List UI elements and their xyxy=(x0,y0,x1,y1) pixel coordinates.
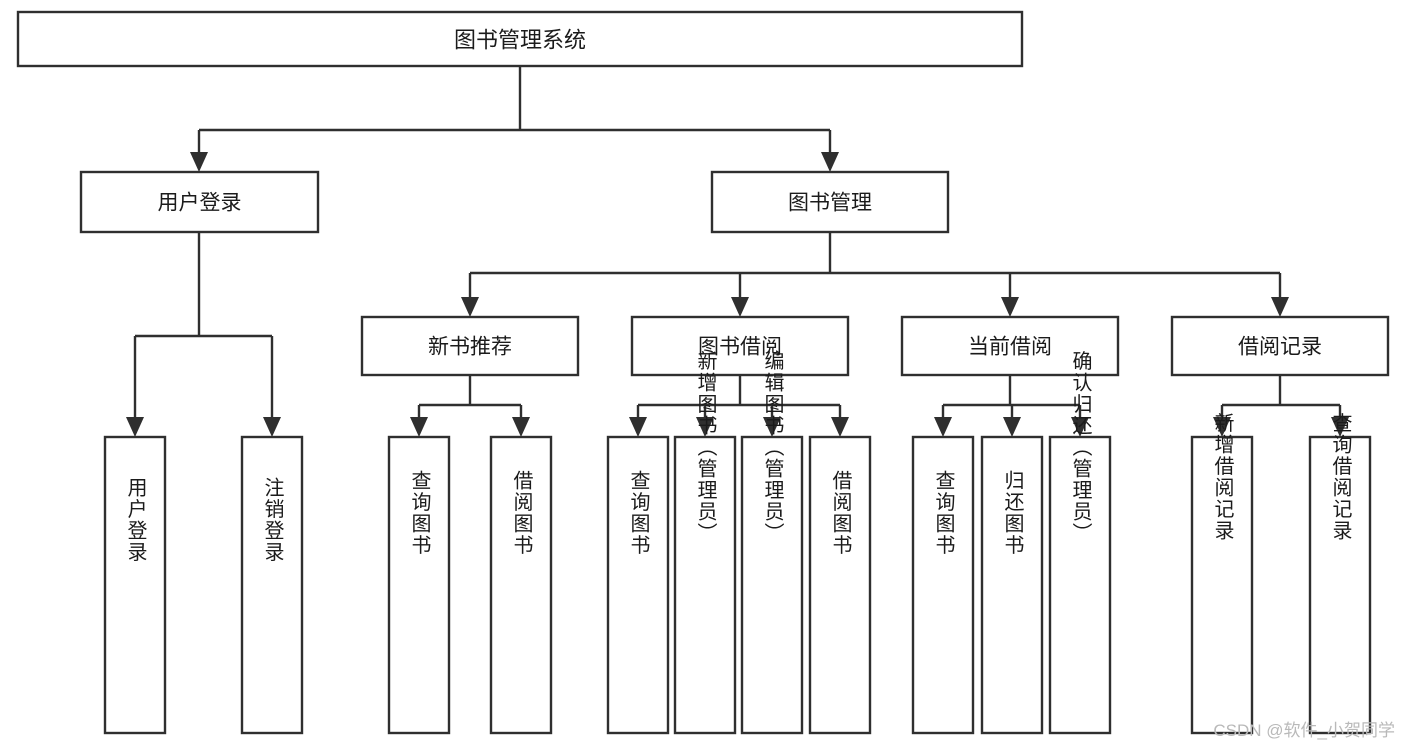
connector-group-new-book-recommend xyxy=(410,375,530,437)
node-leaf-logout-login[interactable]: 注销登录 xyxy=(240,435,304,735)
node-new-book-recommend-label: 新书推荐 xyxy=(428,336,512,359)
node-current-borrow-box[interactable] xyxy=(900,315,1120,377)
node-current-borrow[interactable]: 当前借阅 xyxy=(900,315,1120,377)
node-leaf-return-book-label: 归还图书 xyxy=(1001,470,1024,556)
node-leaf-borrow-book-1-label: 借阅图书 xyxy=(510,470,533,556)
node-leaf-borrow-book-1[interactable]: 借阅图书 xyxy=(489,435,553,735)
node-leaf-user-login[interactable]: 用户登录 xyxy=(103,435,167,735)
arrow-book-borrow-leaf-1-icon xyxy=(629,417,647,437)
node-book-manage[interactable]: 图书管理 xyxy=(710,170,950,234)
connector-group-root xyxy=(190,66,839,172)
node-leaf-query-book-2-label: 查询图书 xyxy=(627,470,650,556)
node-leaf-user-login-label: 用户登录 xyxy=(124,477,147,563)
node-borrow-record-label: 借阅记录 xyxy=(1238,336,1322,359)
node-root[interactable]: 图书管理系统 xyxy=(16,10,1024,68)
arrow-current-borrow-leaf-3-icon xyxy=(1071,417,1089,437)
node-leaf-add-book-box[interactable] xyxy=(673,435,737,735)
arrow-book-borrow-leaf-3-icon xyxy=(763,417,781,437)
node-user-login-box[interactable] xyxy=(79,170,320,234)
node-leaf-edit-book-box[interactable] xyxy=(740,435,804,735)
node-leaf-borrow-book-2[interactable]: 借阅图书 xyxy=(808,435,872,735)
node-leaf-add-book-label: 新增图书（管理员） xyxy=(694,350,717,544)
node-leaf-return-book-box[interactable] xyxy=(980,435,1044,735)
connector-group-book-manage xyxy=(461,232,1289,317)
connector-group-borrow-record xyxy=(1213,375,1349,437)
node-book-manage-label: 图书管理 xyxy=(788,192,872,215)
connector-group-current-borrow xyxy=(934,375,1089,437)
arrow-book-manage-to-book-borrow-icon xyxy=(731,297,749,317)
node-leaf-borrow-book-2-label: 借阅图书 xyxy=(829,470,852,556)
node-leaf-confirm-return-box[interactable] xyxy=(1048,435,1112,735)
node-borrow-record[interactable]: 借阅记录 xyxy=(1170,315,1390,377)
arrow-book-manage-to-borrow-record-icon xyxy=(1271,297,1289,317)
node-leaf-query-book-3-label: 查询图书 xyxy=(932,470,955,556)
node-leaf-user-login-box[interactable] xyxy=(103,435,167,735)
node-leaf-query-book-2[interactable]: 查询图书 xyxy=(606,435,670,735)
node-current-borrow-label: 当前借阅 xyxy=(968,336,1052,359)
node-leaf-query-record[interactable]: 查询借阅记录 xyxy=(1308,412,1372,735)
node-book-manage-box[interactable] xyxy=(710,170,950,234)
arrow-new-book-leaf-1-icon xyxy=(410,417,428,437)
arrow-root-to-user-login-icon xyxy=(190,152,208,172)
node-new-book-recommend-box[interactable] xyxy=(360,315,580,377)
node-new-book-recommend[interactable]: 新书推荐 xyxy=(360,315,580,377)
node-leaf-query-book-1-label: 查询图书 xyxy=(408,470,431,556)
node-leaf-query-book-2-box[interactable] xyxy=(606,435,670,735)
arrow-new-book-leaf-2-icon xyxy=(512,417,530,437)
node-leaf-edit-book-label: 编辑图书（管理员） xyxy=(761,350,784,544)
node-root-label: 图书管理系统 xyxy=(454,28,586,53)
node-book-borrow-box[interactable] xyxy=(630,315,850,377)
node-root-box[interactable] xyxy=(16,10,1024,68)
node-leaf-query-book-3[interactable]: 查询图书 xyxy=(911,435,975,735)
arrow-root-to-book-manage-icon xyxy=(821,152,839,172)
connector-group-book-borrow xyxy=(629,375,849,437)
node-leaf-confirm-return-label: 确认归还（管理员） xyxy=(1069,350,1092,544)
arrow-borrow-record-leaf-2-icon xyxy=(1331,417,1349,437)
node-leaf-add-record[interactable]: 新增借阅记录 xyxy=(1190,412,1254,735)
node-leaf-logout-login-label: 注销登录 xyxy=(261,477,284,563)
node-leaf-return-book[interactable]: 归还图书 xyxy=(980,435,1044,735)
arrow-current-borrow-leaf-1-icon xyxy=(934,417,952,437)
arrow-user-login-leaf-2-icon xyxy=(263,417,281,437)
node-leaf-query-book-1-box[interactable] xyxy=(387,435,451,735)
node-leaf-edit-book[interactable]: 编辑图书（管理员） xyxy=(740,350,804,735)
connector-group-user-login xyxy=(126,232,281,437)
arrow-book-borrow-leaf-4-icon xyxy=(831,417,849,437)
arrow-book-manage-to-current-borrow-icon xyxy=(1001,297,1019,317)
arrow-book-manage-to-new-book-icon xyxy=(461,297,479,317)
node-leaf-query-record-box[interactable] xyxy=(1308,435,1372,735)
node-leaf-logout-login-box[interactable] xyxy=(240,435,304,735)
node-leaf-add-book[interactable]: 新增图书（管理员） xyxy=(673,350,737,735)
node-leaf-query-book-3-box[interactable] xyxy=(911,435,975,735)
node-leaf-confirm-return[interactable]: 确认归还（管理员） xyxy=(1048,350,1112,735)
node-leaf-add-record-box[interactable] xyxy=(1190,435,1254,735)
node-book-borrow[interactable]: 图书借阅 xyxy=(630,315,850,377)
arrow-user-login-leaf-1-icon xyxy=(126,417,144,437)
node-leaf-borrow-book-1-box[interactable] xyxy=(489,435,553,735)
node-borrow-record-box[interactable] xyxy=(1170,315,1390,377)
node-leaf-query-book-1[interactable]: 查询图书 xyxy=(387,435,451,735)
node-leaf-query-record-label: 查询借阅记录 xyxy=(1329,412,1352,541)
node-user-login[interactable]: 用户登录 xyxy=(79,170,320,234)
node-book-borrow-label: 图书借阅 xyxy=(698,336,782,359)
node-user-login-label: 用户登录 xyxy=(158,192,242,215)
node-leaf-borrow-book-2-box[interactable] xyxy=(808,435,872,735)
arrow-borrow-record-leaf-1-icon xyxy=(1213,417,1231,437)
arrow-current-borrow-leaf-2-icon xyxy=(1003,417,1021,437)
node-leaf-add-record-label: 新增借阅记录 xyxy=(1211,412,1234,541)
arrow-book-borrow-leaf-2-icon xyxy=(696,417,714,437)
